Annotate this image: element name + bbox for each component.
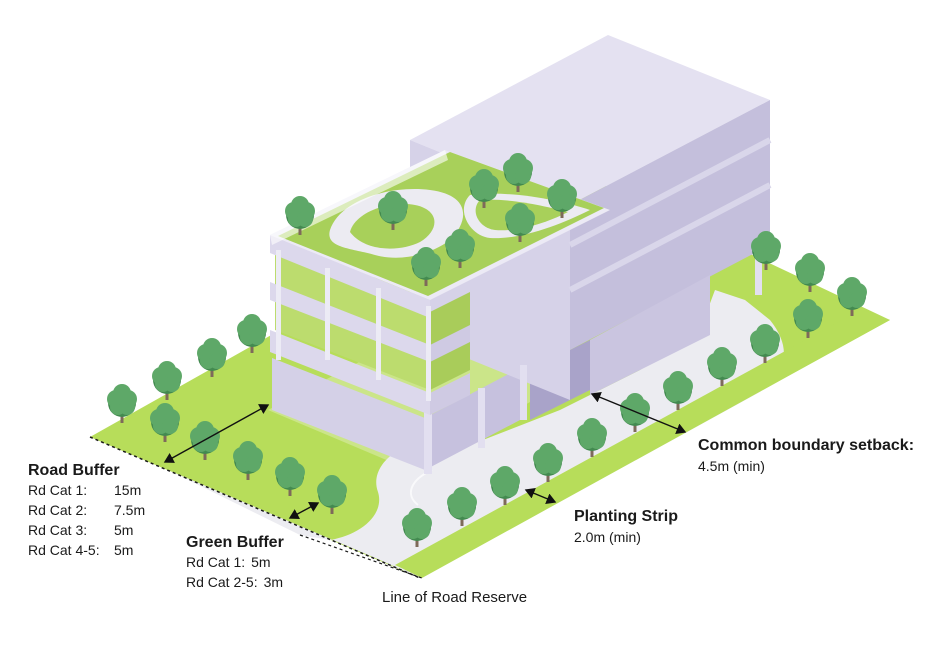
tower-band-1: [568, 137, 772, 248]
tower-right: [570, 100, 770, 350]
podium-left: [272, 358, 425, 470]
green-cat-value: 3m: [263, 574, 284, 590]
green-cat-label: Rd Cat 2-5:: [186, 574, 258, 590]
tree: [503, 153, 533, 192]
tree: [317, 475, 347, 514]
tree: [490, 466, 520, 505]
building: [270, 35, 772, 474]
tree: [750, 324, 780, 363]
road-buffer-title: Road Buffer: [28, 462, 120, 479]
tree: [197, 338, 227, 377]
column: [478, 388, 485, 448]
podium-right: [425, 368, 520, 470]
road-cat-label: Rd Cat 2:: [28, 502, 88, 518]
planting-strip-band: [395, 310, 890, 578]
dimension-arrows: [163, 391, 687, 519]
lower-mass: [590, 275, 710, 395]
tree: [152, 361, 182, 400]
road-cat-value: 7.5m: [114, 502, 146, 518]
road-buffer-label: Road Buffer Rd Cat 1: 15m Rd Cat 2: 7.5m R…: [28, 462, 145, 560]
planting-strip-label: Planting Strip 2.0m (min): [574, 508, 678, 545]
planting-strip-arrow: [524, 488, 557, 504]
tree: [445, 229, 475, 268]
tree: [793, 299, 823, 338]
tree: [411, 247, 441, 286]
tree: [285, 196, 315, 235]
tree: [577, 418, 607, 457]
tower-top: [410, 35, 770, 205]
tree: [378, 191, 408, 230]
tree: [447, 487, 477, 526]
tower-band-2: [568, 182, 772, 293]
tree: [547, 179, 577, 218]
green-buffer-arrow: [288, 502, 320, 519]
road-buffer-arrow: [163, 404, 270, 463]
tree: [707, 347, 737, 386]
column: [520, 365, 527, 420]
common-setback-arrow: [590, 391, 687, 435]
green-buffer-title: Green Buffer: [186, 534, 284, 551]
slab-mid-edge: [270, 282, 430, 362]
road-cat-value: 15m: [114, 482, 142, 498]
green-buffer-row: Rd Cat 1: 5m: [186, 552, 284, 572]
road-buffer-row: Rd Cat 1: 15m: [28, 480, 145, 500]
tree: [107, 384, 137, 423]
tree: [837, 277, 867, 316]
column: [755, 240, 762, 295]
planting-strip-title: Planting Strip: [574, 508, 678, 525]
green-buffer-row: Rd Cat 2-5: 3m: [186, 572, 284, 592]
slab-low-edge: [270, 330, 430, 415]
common-setback-title: Common boundary setback:: [698, 437, 915, 454]
mullion: [276, 250, 281, 360]
road-buffer-row: Rd Cat 3: 5m: [28, 520, 145, 540]
tree: [795, 253, 825, 292]
road-cat-label: Rd Cat 4-5:: [28, 542, 100, 558]
road-cat-value: 5m: [114, 542, 134, 558]
tree-group: [107, 153, 867, 547]
column: [424, 412, 432, 474]
planting-strip-value: 2.0m (min): [574, 529, 641, 545]
slab-top-edge: [270, 235, 430, 318]
roof-railing: [270, 150, 448, 245]
mullion: [426, 306, 431, 401]
road-buffer-row: Rd Cat 4-5: 5m: [28, 540, 145, 560]
green-buffer-label: Green Buffer Rd Cat 1: 5m Rd Cat 2-5: 3m: [186, 534, 284, 592]
road-cat-value: 5m: [114, 522, 134, 538]
road-cat-label: Rd Cat 3:: [28, 522, 88, 538]
common-setback-label: Common boundary setback: 4.5m (min): [698, 437, 914, 474]
green-cat-value: 5m: [251, 554, 271, 570]
mullion: [325, 268, 330, 360]
tree: [533, 443, 563, 482]
tree: [237, 314, 267, 353]
slab-low-side: [430, 373, 470, 415]
common-setback-value: 4.5m (min): [698, 458, 765, 474]
slab-mid-side: [430, 325, 470, 362]
road-buffer-row: Rd Cat 2: 7.5m: [28, 500, 145, 520]
tree: [275, 457, 305, 496]
tree: [751, 231, 781, 270]
tree: [505, 203, 535, 242]
tree: [469, 169, 499, 208]
green-cat-label: Rd Cat 1:: [186, 554, 246, 570]
road-cat-label: Rd Cat 1:: [28, 482, 88, 498]
road-reserve-label: Line of Road Reserve: [382, 589, 528, 606]
mullion: [376, 288, 381, 380]
tree: [402, 508, 432, 547]
